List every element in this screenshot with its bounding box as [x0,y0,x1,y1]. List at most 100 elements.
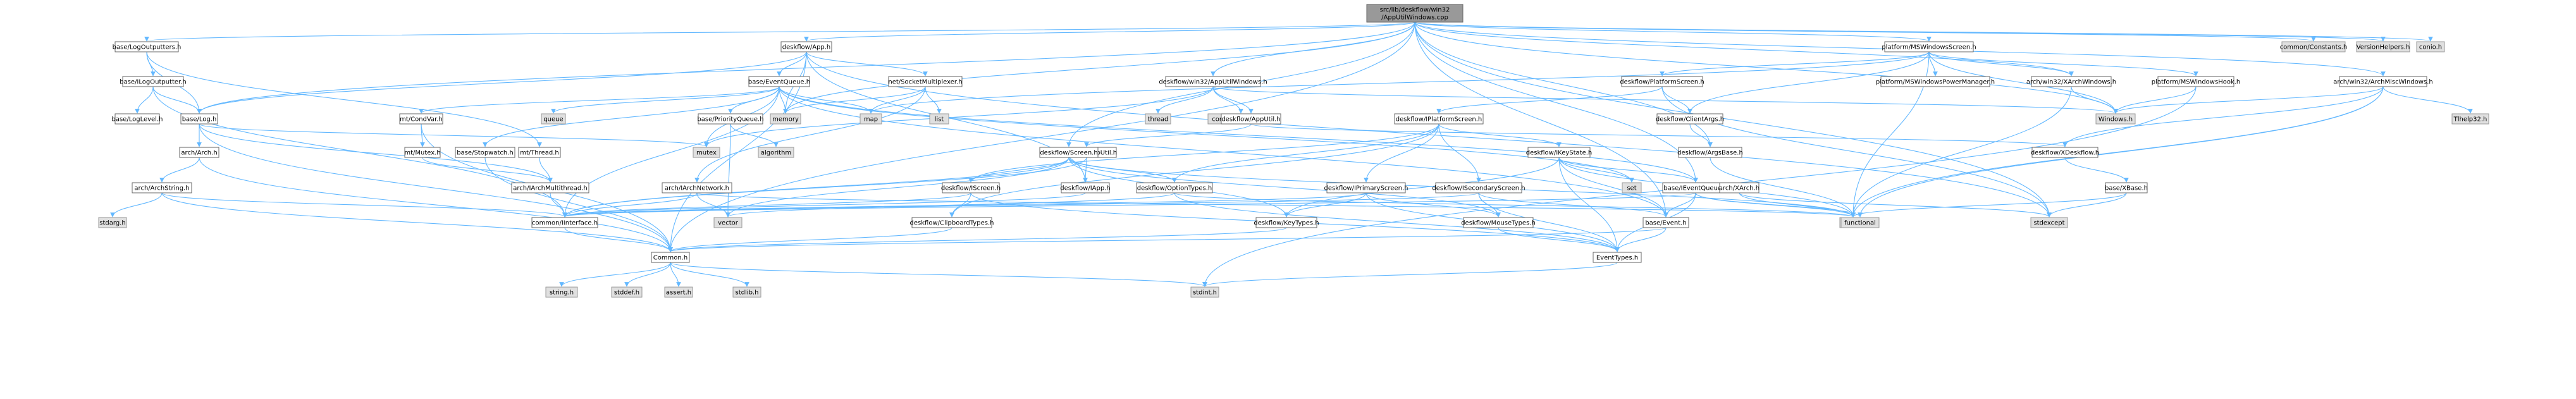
node-label: stdint.h [1193,290,1217,297]
node-deskflow-clipboardtypes[interactable]: deskflow/ClipboardTypes.h [910,217,994,228]
node-arch-xarch[interactable]: arch/XArch.h [1719,182,1759,193]
node-logoutputters[interactable]: base/LogOutputters.h [113,41,182,52]
edge-deskflow_isecondaryscreen-to-common_interface [562,192,1479,218]
node-platform-mswinscreen[interactable]: platform/MSWindowsScreen.h [1882,41,1976,52]
edge-deskflow_platformscreen-to-stdexcept [1661,86,2052,218]
node-deskflow-mousetypes[interactable]: deskflow/MouseTypes.h [1461,217,1536,228]
node-mt-thread[interactable]: mt/Thread.h [518,147,561,158]
node-deskflow-optiontypes[interactable]: deskflow/OptionTypes.h [1136,182,1213,193]
node-base-prioqueue[interactable]: base/PriorityQueue.h [697,113,764,125]
node-map: map [860,113,882,125]
node-label: thread [1148,116,1169,123]
node-arch-arch[interactable]: arch/Arch.h [179,147,219,158]
node-root[interactable]: src/lib/deskflow/win32/AppUtilWindows.cp… [1366,4,1464,23]
node-mt-mutex[interactable]: mt/Mutex.h [404,147,441,158]
edge-base_log-to-arch_iarchmultithread [199,123,553,183]
node-deskflow-ikeystate[interactable]: deskflow/IKeyState.h [1526,147,1593,158]
node-label: deskflow/XDeskflow.h [2031,150,2099,157]
edge-base_ieventqueue-to-common_interface [562,192,1696,218]
node-mt-condvar[interactable]: mt/CondVar.h [399,113,443,125]
node-arch-archmiscwindows[interactable]: arch/win32/ArchMiscWindows.h [2333,76,2433,87]
edge-win32_apputilwindows-to-mutex [704,86,1214,147]
node-base-log[interactable]: base/Log.h [180,113,218,125]
edge-root-to-common_h [668,21,1415,252]
node-platform-mspowermgr[interactable]: platform/MSWindowsPowerManager.h [1876,76,1995,87]
node-box [2356,41,2410,52]
edge-root-to-stdexcept [1414,21,2052,218]
node-deskflow-xdeskflow[interactable]: deskflow/XDeskflow.h [2031,147,2099,158]
node-box [1394,113,1484,125]
node-label: mutex [696,150,717,157]
edge-deskflow_iapputil-to-deskflow_iapp [1083,157,1088,183]
node-box [2030,217,2068,228]
node-label: vector [718,220,739,227]
node-label: deskflow/OptionTypes.h [1137,185,1212,192]
node-box [860,113,882,125]
node-deskflow-keytypes[interactable]: deskflow/KeyTypes.h [1254,217,1319,228]
node-arch-iarchmultithread[interactable]: arch/IArchMultithread.h [511,182,589,193]
edge-deskflow_app-to-base_eventqueue [777,51,807,77]
node-deskflow-screen[interactable]: deskflow/Screen.h [1039,147,1099,158]
node-platform-mshook[interactable]: platform/MSWindowsHook.h [2152,76,2241,87]
node-deskflow-platformscreen[interactable]: deskflow/PlatformScreen.h [1620,76,1704,87]
node-box [758,147,794,158]
edge-base_eventqueue-to-base_ieventqueue [779,86,1698,183]
node-label: map [864,116,878,123]
node-box [651,252,690,263]
node-label: base/Log.h [182,116,217,123]
node-label: arch/ArchString.h [134,185,189,192]
node-label: platform/MSWindowsScreen.h [1882,44,1976,51]
edge-deskflow_iprimaryscreen-to-deskflow_mousetypes [1365,192,1501,218]
node-base-loglevel[interactable]: base/LogLevel.h [112,113,163,125]
edge-win32_apputilwindows-to-thread [1156,86,1214,114]
edge-deskflow_iscreen-to-common_interface [562,192,971,218]
node-deskflow-iscreen[interactable]: deskflow/IScreen.h [941,182,1001,193]
node-box [1136,182,1213,193]
node-box [2451,113,2489,125]
node-deskflow-iapp[interactable]: deskflow/IApp.h [1060,182,1111,193]
node-assert: assert.h [664,286,693,298]
node-box [1884,41,1974,52]
edge-base_log-to-mutex [199,123,709,147]
node-box [98,217,127,228]
edge-deskflow_apputil-to-deskflow_iapputil [1084,123,1252,147]
node-label: common/IInterface.h [532,220,598,227]
node-arch-xarchwindows[interactable]: arch/win32/XArchWindows.h [2026,76,2116,87]
node-box [693,147,720,158]
node-ilogoutputter[interactable]: base/ILogOutputter.h [120,76,187,87]
node-deskflow-apputil[interactable]: deskflow/AppUtil.h [1221,113,1281,125]
node-deskflow-argsbase[interactable]: deskflow/ArgsBase.h [1677,147,1743,158]
node-deskflow-app[interactable]: deskflow/App.h [780,41,832,52]
edge-base_xbase-to-stdexcept [2047,192,2127,218]
node-base-xbase[interactable]: base/XBase.h [2105,182,2148,193]
edge-platform_mswinscreen-to-windows_h [1928,51,2118,114]
edge-arch_xarchwindows-to-string [1851,86,2072,218]
edge-deskflow_iprimaryscreen-to-deskflow_keytypes [1284,192,1367,218]
node-base-eventqueue[interactable]: base/EventQueue.h [748,76,810,87]
node-arch-archstring[interactable]: arch/ArchString.h [132,182,192,193]
node-base-event[interactable]: base/Event.h [1642,217,1689,228]
node-box [531,217,598,228]
node-base-stopwatch[interactable]: base/Stopwatch.h [455,147,515,158]
node-deskflow-iplatformscreen[interactable]: deskflow/IPlatformScreen.h [1394,113,1484,125]
node-win32-apputilwindows[interactable]: deskflow/win32/AppUtilWindows.h [1159,76,1267,87]
node-arch-iarchnetwork[interactable]: arch/IArchNetwork.h [662,182,732,193]
node-label: EventTypes.h [1596,255,1638,262]
edge-deskflow_ikeystate-to-base_event [1558,157,1668,218]
node-label: src/lib/deskflow/win32 [1380,7,1450,14]
node-label: deskflow/IScreen.h [941,185,1001,192]
node-common-h[interactable]: Common.h [651,252,690,263]
edge-base_ieventqueue-to-base_event [1663,192,1696,218]
edge-deskflow_screen-to-deskflow_mousetypes [1068,157,1501,218]
node-box [1145,113,1171,125]
node-deskflow-clientargs[interactable]: deskflow/ClientArgs.h [1656,113,1724,125]
node-mutex: mutex [693,147,720,158]
node-box [780,41,832,52]
node-deskflow-isecondaryscreen[interactable]: deskflow/ISecondaryScreen.h [1432,182,1525,193]
node-eventtypes[interactable]: EventTypes.h [1593,252,1642,263]
node-common-interface[interactable]: common/IInterface.h [531,217,598,228]
node-net-socketmux[interactable]: net/SocketMultiplexer.h [888,76,963,87]
node-deskflow-iprimaryscreen[interactable]: deskflow/IPrimaryScreen.h [1324,182,1408,193]
node-box [2031,76,2112,87]
edge-deskflow_iapp-to-common_interface [562,192,1086,218]
